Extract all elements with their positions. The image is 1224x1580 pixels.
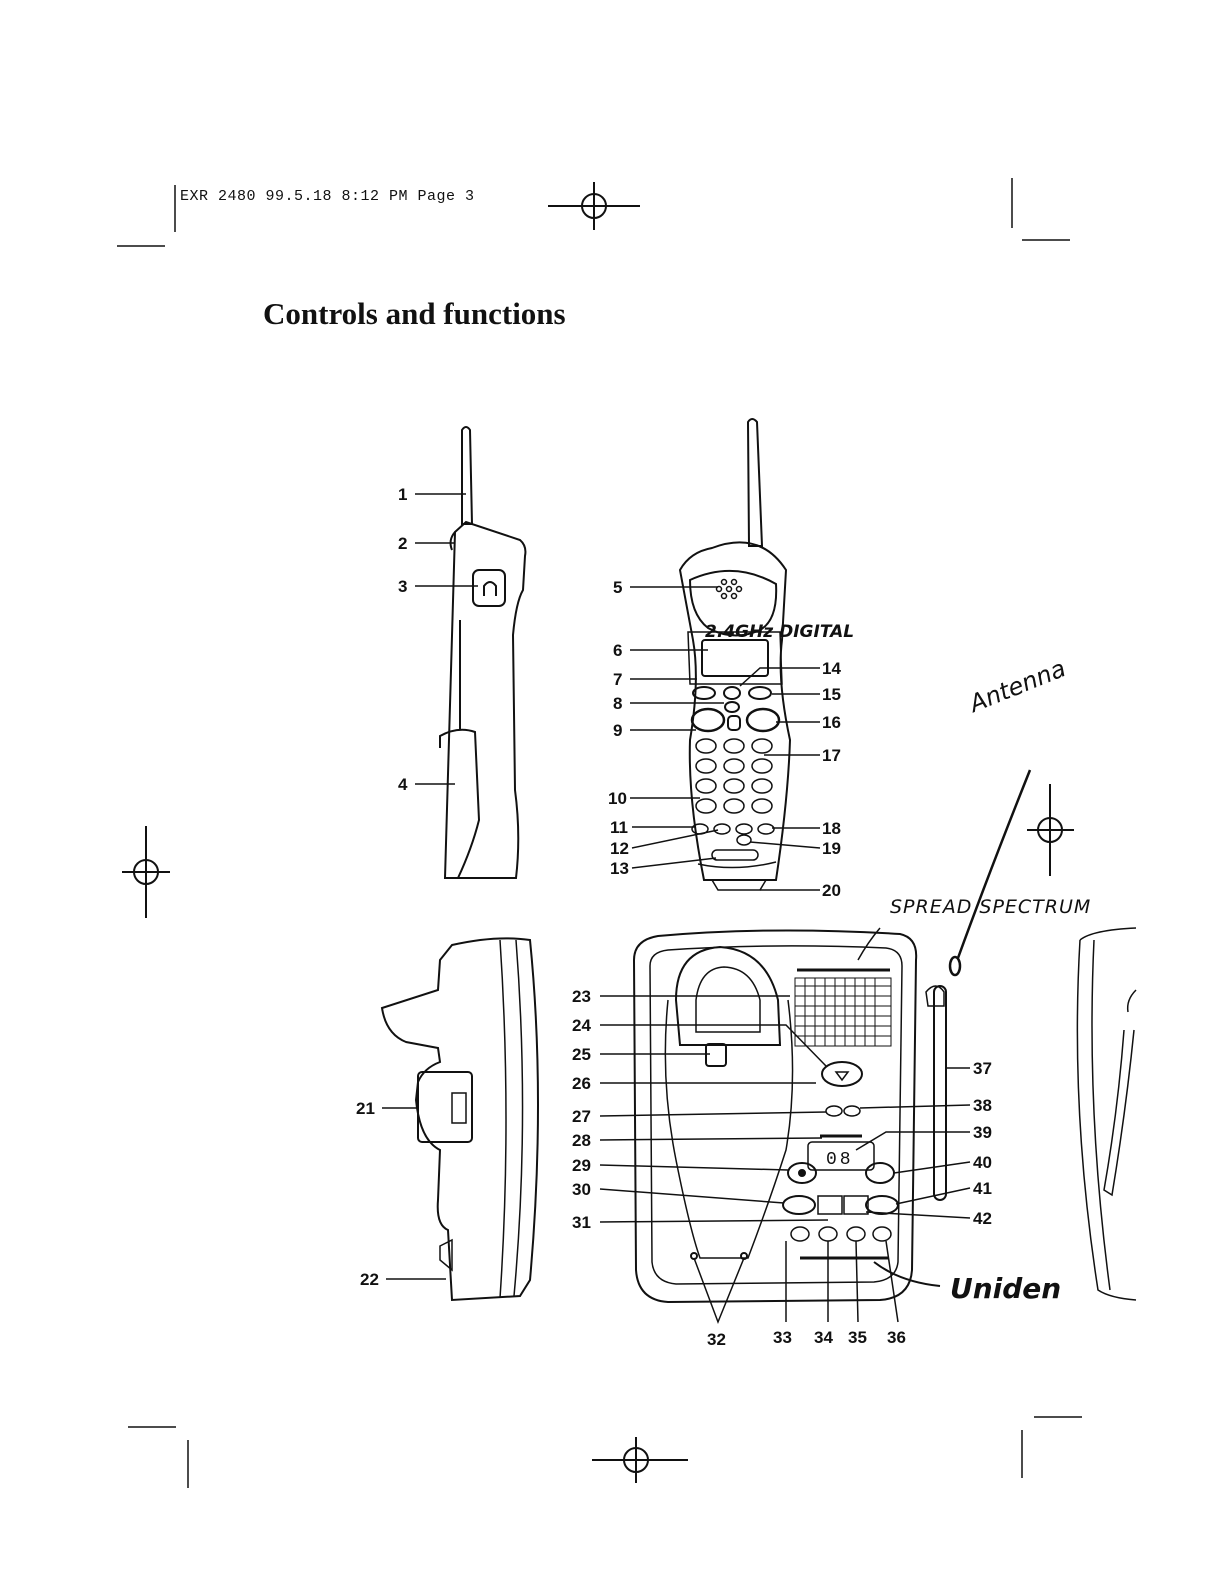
callout-20: 20 (822, 882, 841, 899)
callout-1: 1 (398, 486, 407, 503)
handwritten-strokes (858, 770, 1030, 1286)
callout-28: 28 (572, 1132, 591, 1149)
base-top-view (634, 930, 946, 1302)
registration-mark-right (1027, 784, 1074, 876)
callout-15: 15 (822, 686, 841, 703)
callout-8: 8 (613, 695, 622, 712)
callout-27: 27 (572, 1108, 591, 1125)
callout-39: 39 (973, 1124, 992, 1141)
callout-33: 33 (773, 1329, 792, 1346)
callout-22: 22 (360, 1271, 379, 1288)
callout-32: 32 (707, 1331, 726, 1348)
callout-16: 16 (822, 714, 841, 731)
callout-9: 9 (613, 722, 622, 739)
base-side-partial (1077, 928, 1136, 1300)
callout-14: 14 (822, 660, 841, 677)
callout-17: 17 (822, 747, 841, 764)
callout-6: 6 (613, 642, 622, 659)
callout-12: 12 (610, 840, 629, 857)
callout-23: 23 (572, 988, 591, 1005)
callout-38: 38 (973, 1097, 992, 1114)
crop-marks (117, 178, 1082, 1488)
callout-18: 18 (822, 820, 841, 837)
callout-4: 4 (398, 776, 407, 793)
callout-5: 5 (613, 579, 622, 596)
callout-29: 29 (572, 1157, 591, 1174)
callout-31: 31 (572, 1214, 591, 1231)
callout-41: 41 (973, 1180, 992, 1197)
callout-24: 24 (572, 1017, 591, 1034)
callout-3: 3 (398, 578, 407, 595)
callout-26: 26 (572, 1075, 591, 1092)
callout-19: 19 (822, 840, 841, 857)
callout-7: 7 (613, 671, 622, 688)
callout-2: 2 (398, 535, 407, 552)
base-display-digits: 08 (826, 1152, 854, 1169)
callout-34: 34 (814, 1329, 833, 1346)
handwritten-brand-note: Uniden (950, 1272, 1061, 1305)
handwritten-spread-spectrum-note: SPREAD SPECTRUM (890, 896, 1091, 918)
callout-40: 40 (973, 1154, 992, 1171)
callout-30: 30 (572, 1181, 591, 1198)
callout-35: 35 (848, 1329, 867, 1346)
registration-mark-bottom (592, 1437, 688, 1483)
callout-25: 25 (572, 1046, 591, 1063)
callout-13: 13 (610, 860, 629, 877)
base-side-view (382, 938, 538, 1300)
callout-42: 42 (973, 1210, 992, 1227)
callout-21: 21 (356, 1100, 375, 1117)
callout-36: 36 (887, 1329, 906, 1346)
registration-mark-left (122, 826, 170, 918)
callout-10: 10 (608, 790, 627, 807)
callout-11: 11 (610, 819, 628, 836)
registration-mark-top (548, 182, 640, 230)
handset-front-view (680, 419, 790, 890)
callout-37: 37 (973, 1060, 992, 1077)
handwritten-digital-note: 2.4GHz DIGITAL (705, 622, 854, 642)
